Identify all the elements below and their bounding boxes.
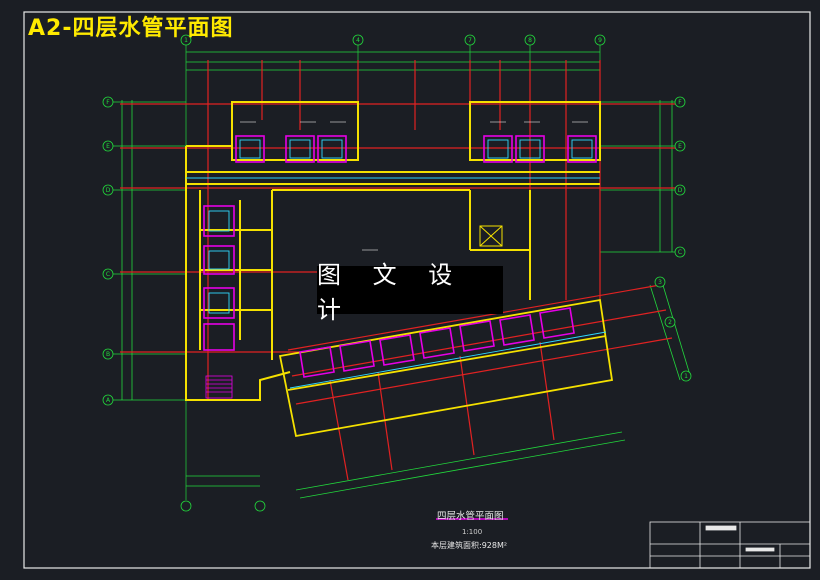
axis-label-diag-3: 3 bbox=[658, 279, 662, 286]
axis-label-top-9: 9 bbox=[598, 37, 602, 44]
axis-bubble-diag-2 bbox=[664, 316, 676, 328]
axis-bubble-left-D bbox=[102, 184, 114, 196]
water-pipes bbox=[120, 60, 680, 481]
staircase bbox=[205, 375, 233, 399]
axis-label-right-C: C bbox=[678, 249, 682, 256]
axis-label-top-4: 4 bbox=[356, 37, 360, 44]
axis-label-diag-2: 2 bbox=[668, 319, 672, 326]
axis-bubble-bottom-2 bbox=[254, 500, 266, 512]
axis-label-left-D: D bbox=[106, 187, 111, 194]
axis-label-left-B: B bbox=[106, 351, 110, 358]
axis-bubble-top-8 bbox=[524, 34, 536, 46]
axis-label-top-1: 1 bbox=[184, 37, 188, 44]
axis-bubble-left-E bbox=[102, 140, 114, 152]
axis-bubble-left-C bbox=[102, 268, 114, 280]
drawing-scale: 1:100 bbox=[462, 528, 483, 536]
angled-wing-walls bbox=[278, 298, 614, 438]
cyan-fixture-outlines bbox=[186, 139, 607, 389]
drawing-title: 四层水管平面图 bbox=[437, 511, 504, 522]
axis-bubble-top-1 bbox=[180, 34, 192, 46]
axis-label-left-C: C bbox=[106, 271, 110, 278]
axis-label-right-F: F bbox=[678, 99, 682, 106]
axis-bubble-left-F bbox=[102, 96, 114, 108]
axis-label-top-8: 8 bbox=[528, 37, 532, 44]
axis-label-left-A: A bbox=[106, 397, 111, 404]
axis-bubble-right-F bbox=[674, 96, 686, 108]
watermark-stamp: 图 文 设 计 bbox=[317, 261, 503, 324]
floor-area-note: 本层建筑面积:928M² bbox=[431, 541, 508, 550]
axis-bubble-right-E bbox=[674, 140, 686, 152]
drawing-border bbox=[23, 11, 811, 569]
axis-bubble-left-A bbox=[102, 394, 114, 406]
axis-bubble-top-7 bbox=[464, 34, 476, 46]
axis-bubble-right-C bbox=[674, 246, 686, 258]
axis-label-right-E: E bbox=[678, 143, 682, 150]
axis-bubble-left-B bbox=[102, 348, 114, 360]
axis-bubble-right-D bbox=[674, 184, 686, 196]
building-walls bbox=[185, 101, 601, 401]
axis-label-left-E: E bbox=[106, 143, 110, 150]
elevator bbox=[479, 225, 503, 247]
axis-label-top-7: 7 bbox=[468, 37, 472, 44]
axis-bubble-diag-3 bbox=[654, 276, 666, 288]
axis-bubble-diag-1 bbox=[680, 370, 692, 382]
drawing-sheet-tag: A2-四层水管平面图 bbox=[28, 16, 234, 41]
room-fixtures bbox=[203, 135, 597, 378]
axis-bubble-bottom-1 bbox=[180, 500, 192, 512]
axis-label-right-D: D bbox=[678, 187, 683, 194]
annotation-ticks bbox=[240, 121, 588, 251]
axis-bubble-top-9 bbox=[594, 34, 606, 46]
dimension-lines bbox=[121, 51, 691, 499]
axis-bubbles bbox=[102, 34, 692, 512]
axis-label-diag-1: 1 bbox=[684, 373, 688, 380]
axis-label-left-F: F bbox=[106, 99, 110, 106]
title-block bbox=[649, 521, 811, 569]
axis-bubble-top-4 bbox=[352, 34, 364, 46]
